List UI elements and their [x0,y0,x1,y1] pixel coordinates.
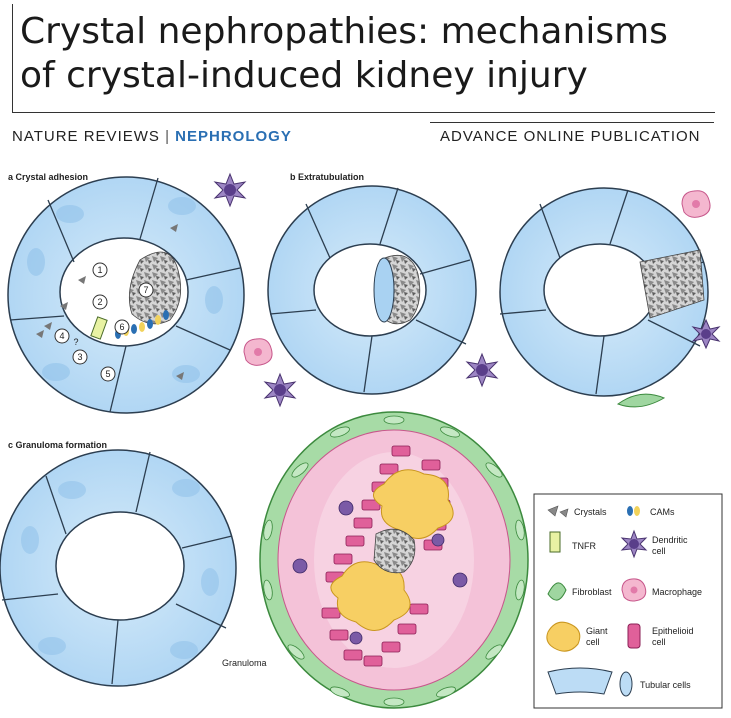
macrophage-legend-icon [621,578,647,602]
journal-separator: | [165,128,170,145]
granuloma [259,411,529,709]
panel-a-label: a Crystal adhesion [8,172,89,182]
step-2: 2 [97,297,102,307]
legend-tnfr: TNFR [572,541,596,551]
legend-epithelioid: Epithelioid [652,626,694,636]
journal-left: NATURE REVIEWS [12,128,160,145]
dendritic-cell-b [465,352,499,388]
tnfr-legend-icon [549,531,561,553]
step-3: 3 [77,352,82,362]
step-4: 4 [59,331,64,341]
step-6: 6 [119,322,124,332]
title-box [12,4,715,113]
tubule-c [0,449,237,687]
panel-b-label: b Extratubulation [290,172,364,182]
tubule-b2 [499,187,709,397]
legend-giant: Giant [586,626,608,636]
tubular-cells-legend-icon [547,667,633,697]
page-title: Crystal nephropathies: mechanisms of cry… [20,10,668,98]
step-5: 5 [105,369,110,379]
journal-right: NEPHROLOGY [175,128,292,145]
publication-rule [430,122,714,123]
crystals-icon [547,505,569,518]
panel-c-label: c Granuloma formation [8,440,108,450]
legend-fibroblast: Fibroblast [572,587,612,597]
tnfr-icon [90,316,108,340]
legend-tubular: Tubular cells [640,680,691,690]
legend: Crystals CAMs TNFR Dendritic cell Fibrob… [533,493,723,709]
legend-crystals: Crystals [574,507,607,517]
tubule-b1 [267,185,477,395]
legend-macrophage: Macrophage [652,587,702,597]
step-1: 1 [97,265,102,275]
step-question: ? [73,337,78,347]
legend-giant-2: cell [586,637,600,647]
publication-label: ADVANCE ONLINE PUBLICATION [440,128,701,145]
macrophage-a [243,338,273,366]
dendritic-cell-a [213,172,247,208]
giant-cell-legend-icon [546,621,581,652]
legend-epithelioid-2: cell [652,637,666,647]
dendritic-cell-a2 [263,372,297,408]
macrophage-b [681,190,711,218]
step-markers [54,262,154,382]
cams-icon [627,506,640,516]
title-line-1: Crystal nephropathies: mechanisms [20,11,668,52]
fibroblast-legend-icon [547,582,567,601]
fibroblast-b [616,393,666,408]
legend-cams: CAMs [650,507,675,517]
step-7: 7 [143,285,148,295]
legend-dendritic-2: cell [652,546,666,556]
legend-dendritic: Dendritic [652,535,688,545]
granuloma-label: Granuloma [222,658,267,668]
tubule-a: 1 2 3 4 5 6 7 ? [7,176,245,414]
epithelioid-legend-icon [627,623,641,649]
title-line-2: of crystal-induced kidney injury [20,55,588,96]
dendritic-cell-b2 [691,318,721,350]
journal-name: NATURE REVIEWS | NEPHROLOGY [12,128,292,145]
dendritic-legend-icon [620,529,648,559]
